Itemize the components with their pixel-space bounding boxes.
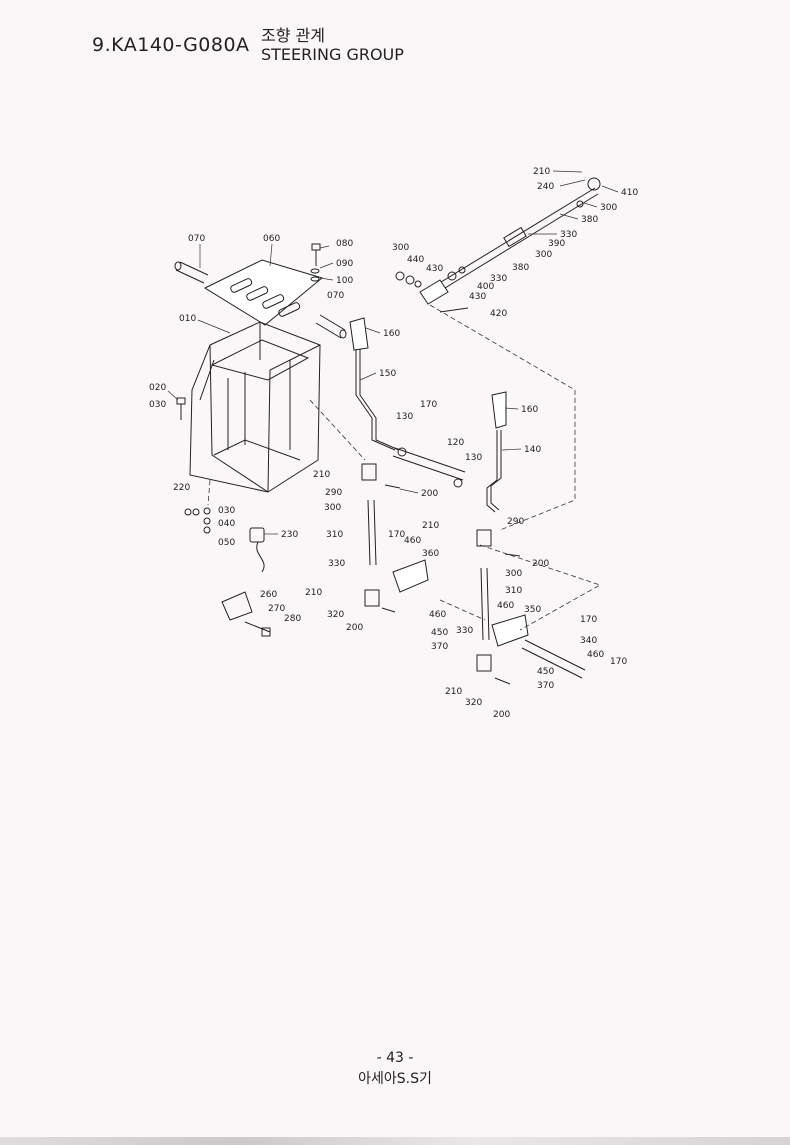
label-150: 150	[379, 369, 396, 379]
label-070: 070	[188, 234, 205, 244]
label-430: 430	[469, 292, 486, 302]
model-code: 9.KA140-G080A	[92, 34, 250, 56]
label-210: 210	[445, 687, 462, 697]
label-460: 460	[497, 601, 514, 611]
label-320: 320	[327, 610, 344, 620]
tie-rod-assembly	[395, 177, 601, 313]
label-070: 070	[327, 291, 344, 301]
label-100: 100	[336, 276, 353, 286]
label-160: 160	[383, 329, 400, 339]
label-170: 170	[420, 400, 437, 410]
label-320: 320	[465, 698, 482, 708]
label-450: 450	[537, 667, 554, 677]
label-170: 170	[580, 615, 597, 625]
label-210: 210	[422, 521, 439, 531]
label-290: 290	[507, 517, 524, 527]
label-460: 460	[429, 610, 446, 620]
label-120: 120	[447, 438, 464, 448]
mounting-plate	[203, 259, 324, 326]
label-080: 080	[336, 239, 353, 249]
label-130: 130	[396, 412, 413, 422]
label-300: 300	[535, 250, 552, 260]
label-360: 360	[422, 549, 439, 559]
label-030: 030	[218, 506, 235, 516]
label-090: 090	[336, 259, 353, 269]
label-460: 460	[587, 650, 604, 660]
label-200: 200	[421, 489, 438, 499]
label-160: 160	[521, 405, 538, 415]
part-labels: 210 240 410 300 380 330 390 300 300 440 …	[149, 167, 638, 720]
label-170: 170	[610, 657, 627, 667]
label-400: 400	[477, 282, 494, 292]
label-460: 460	[404, 536, 421, 546]
label-200: 200	[346, 623, 363, 633]
label-300: 300	[600, 203, 617, 213]
label-300: 300	[392, 243, 409, 253]
label-200: 200	[493, 710, 510, 720]
bracket-260	[221, 591, 271, 637]
label-030: 030	[149, 400, 166, 410]
label-260: 260	[260, 590, 277, 600]
label-050: 050	[218, 538, 235, 548]
shaft-070	[174, 261, 347, 339]
label-440: 440	[407, 255, 424, 265]
label-390: 390	[548, 239, 565, 249]
bolt-stack	[310, 243, 321, 282]
label-310: 310	[505, 586, 522, 596]
label-130: 130	[465, 453, 482, 463]
label-340: 340	[580, 636, 597, 646]
label-200: 200	[532, 559, 549, 569]
label-310: 310	[326, 530, 343, 540]
label-380: 380	[581, 215, 598, 225]
label-040: 040	[218, 519, 235, 529]
label-010: 010	[179, 314, 196, 324]
label-270: 270	[268, 604, 285, 614]
label-330: 330	[560, 230, 577, 240]
label-420: 420	[490, 309, 507, 319]
label-350: 350	[524, 605, 541, 615]
lever-150	[349, 317, 400, 451]
label-240: 240	[537, 182, 554, 192]
label-060: 060	[263, 234, 280, 244]
label-140: 140	[524, 445, 541, 455]
page-number: - 43 -	[376, 1050, 414, 1066]
label-330: 330	[456, 626, 473, 636]
title-korean: 조향 관계	[261, 26, 325, 45]
label-280: 280	[284, 614, 301, 624]
scan-edge	[0, 1137, 790, 1145]
publisher-label: 아세아S.S기	[358, 1071, 432, 1087]
label-330: 330	[490, 274, 507, 284]
label-300: 300	[505, 569, 522, 579]
label-020: 020	[149, 383, 166, 393]
label-170: 170	[388, 530, 405, 540]
lever-140	[486, 391, 507, 513]
label-210: 210	[533, 167, 550, 177]
label-430: 430	[426, 264, 443, 274]
label-220: 220	[173, 483, 190, 493]
label-300: 300	[324, 503, 341, 513]
title-english: STEERING GROUP	[261, 45, 404, 64]
label-370: 370	[537, 681, 554, 691]
label-380: 380	[512, 263, 529, 273]
label-290: 290	[325, 488, 342, 498]
label-410: 410	[621, 188, 638, 198]
label-450: 450	[431, 628, 448, 638]
main-frame	[189, 321, 321, 493]
label-230: 230	[281, 530, 298, 540]
label-370: 370	[431, 642, 448, 652]
label-330: 330	[328, 559, 345, 569]
label-210: 210	[313, 470, 330, 480]
label-210: 210	[305, 588, 322, 598]
